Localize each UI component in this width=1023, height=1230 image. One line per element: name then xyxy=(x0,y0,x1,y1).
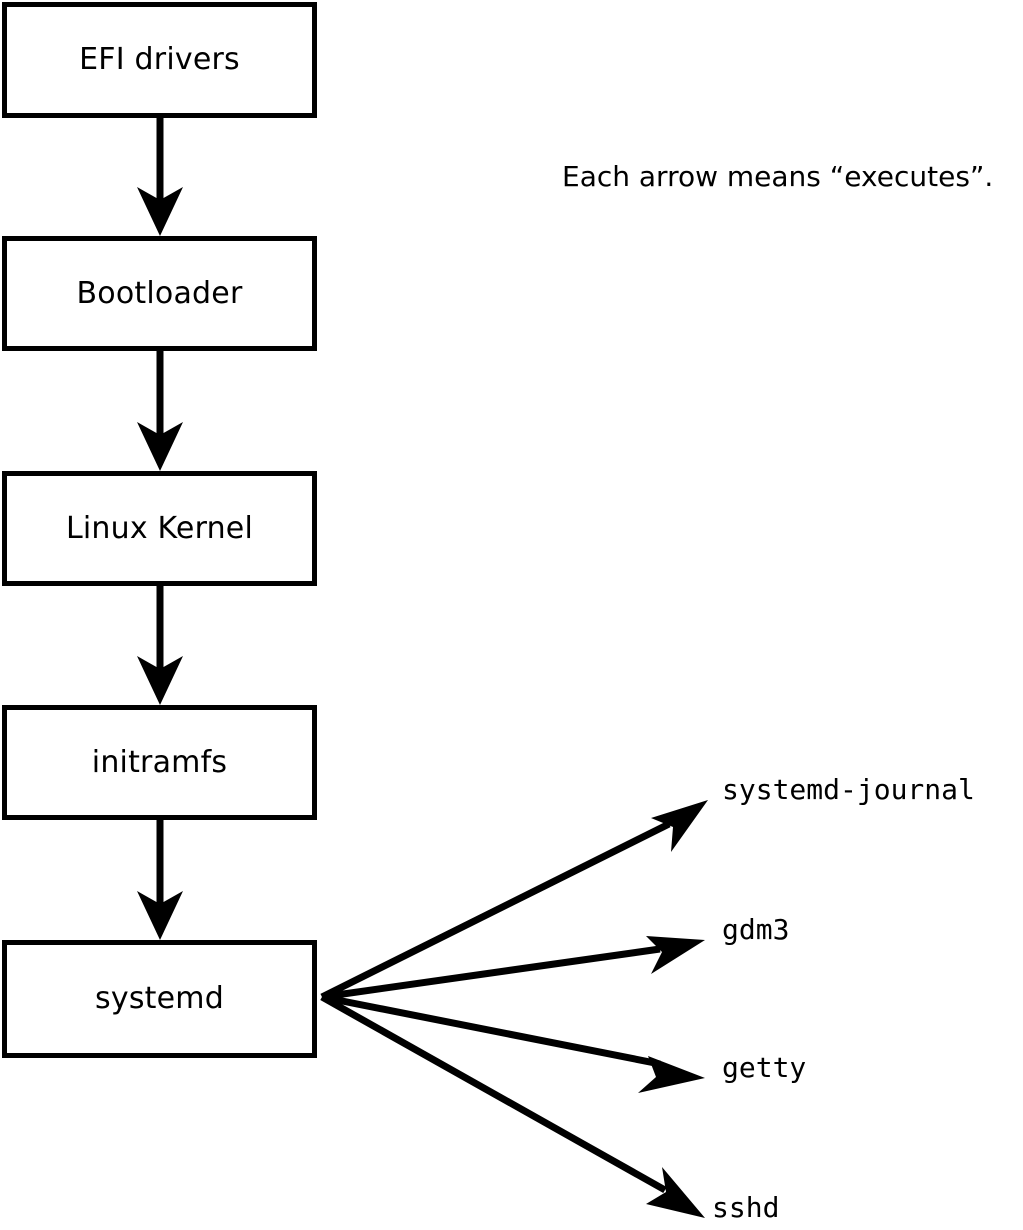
arrow-linux-kernel-to-initramfs xyxy=(137,586,183,705)
service-label-systemd-journal: systemd-journal xyxy=(722,773,975,806)
arrow-systemd-to-gdm3 xyxy=(321,936,705,1001)
arrow-initramfs-to-systemd xyxy=(137,820,183,940)
process-box-label: initramfs xyxy=(91,744,228,780)
process-box-label: EFI drivers xyxy=(79,42,240,77)
arrow-systemd-to-systemd-journal xyxy=(320,800,708,1001)
arrow-efi-drivers-to-bootloader xyxy=(137,118,183,236)
arrow-systemd-to-sshd xyxy=(320,993,705,1218)
arrow-bootloader-to-linux-kernel xyxy=(137,351,183,471)
arrow-systemd-to-getty xyxy=(321,993,705,1093)
process-box-label: Linux Kernel xyxy=(65,510,253,546)
service-label-sshd: sshd xyxy=(712,1191,780,1224)
process-box-systemd[interactable]: systemd xyxy=(2,940,317,1058)
process-box-bootloader[interactable]: Bootloader xyxy=(2,236,317,351)
process-box-linux-kernel[interactable]: Linux Kernel xyxy=(2,471,317,586)
process-box-initramfs[interactable]: initramfs xyxy=(2,705,317,820)
process-box-efi-drivers[interactable]: EFI drivers xyxy=(2,2,317,118)
service-label-gdm3: gdm3 xyxy=(722,913,790,946)
service-label-getty: getty xyxy=(722,1051,807,1084)
process-box-label: systemd xyxy=(95,981,224,1016)
legend-caption: Each arrow means “executes”. xyxy=(562,160,994,193)
process-box-label: Bootloader xyxy=(76,275,243,311)
